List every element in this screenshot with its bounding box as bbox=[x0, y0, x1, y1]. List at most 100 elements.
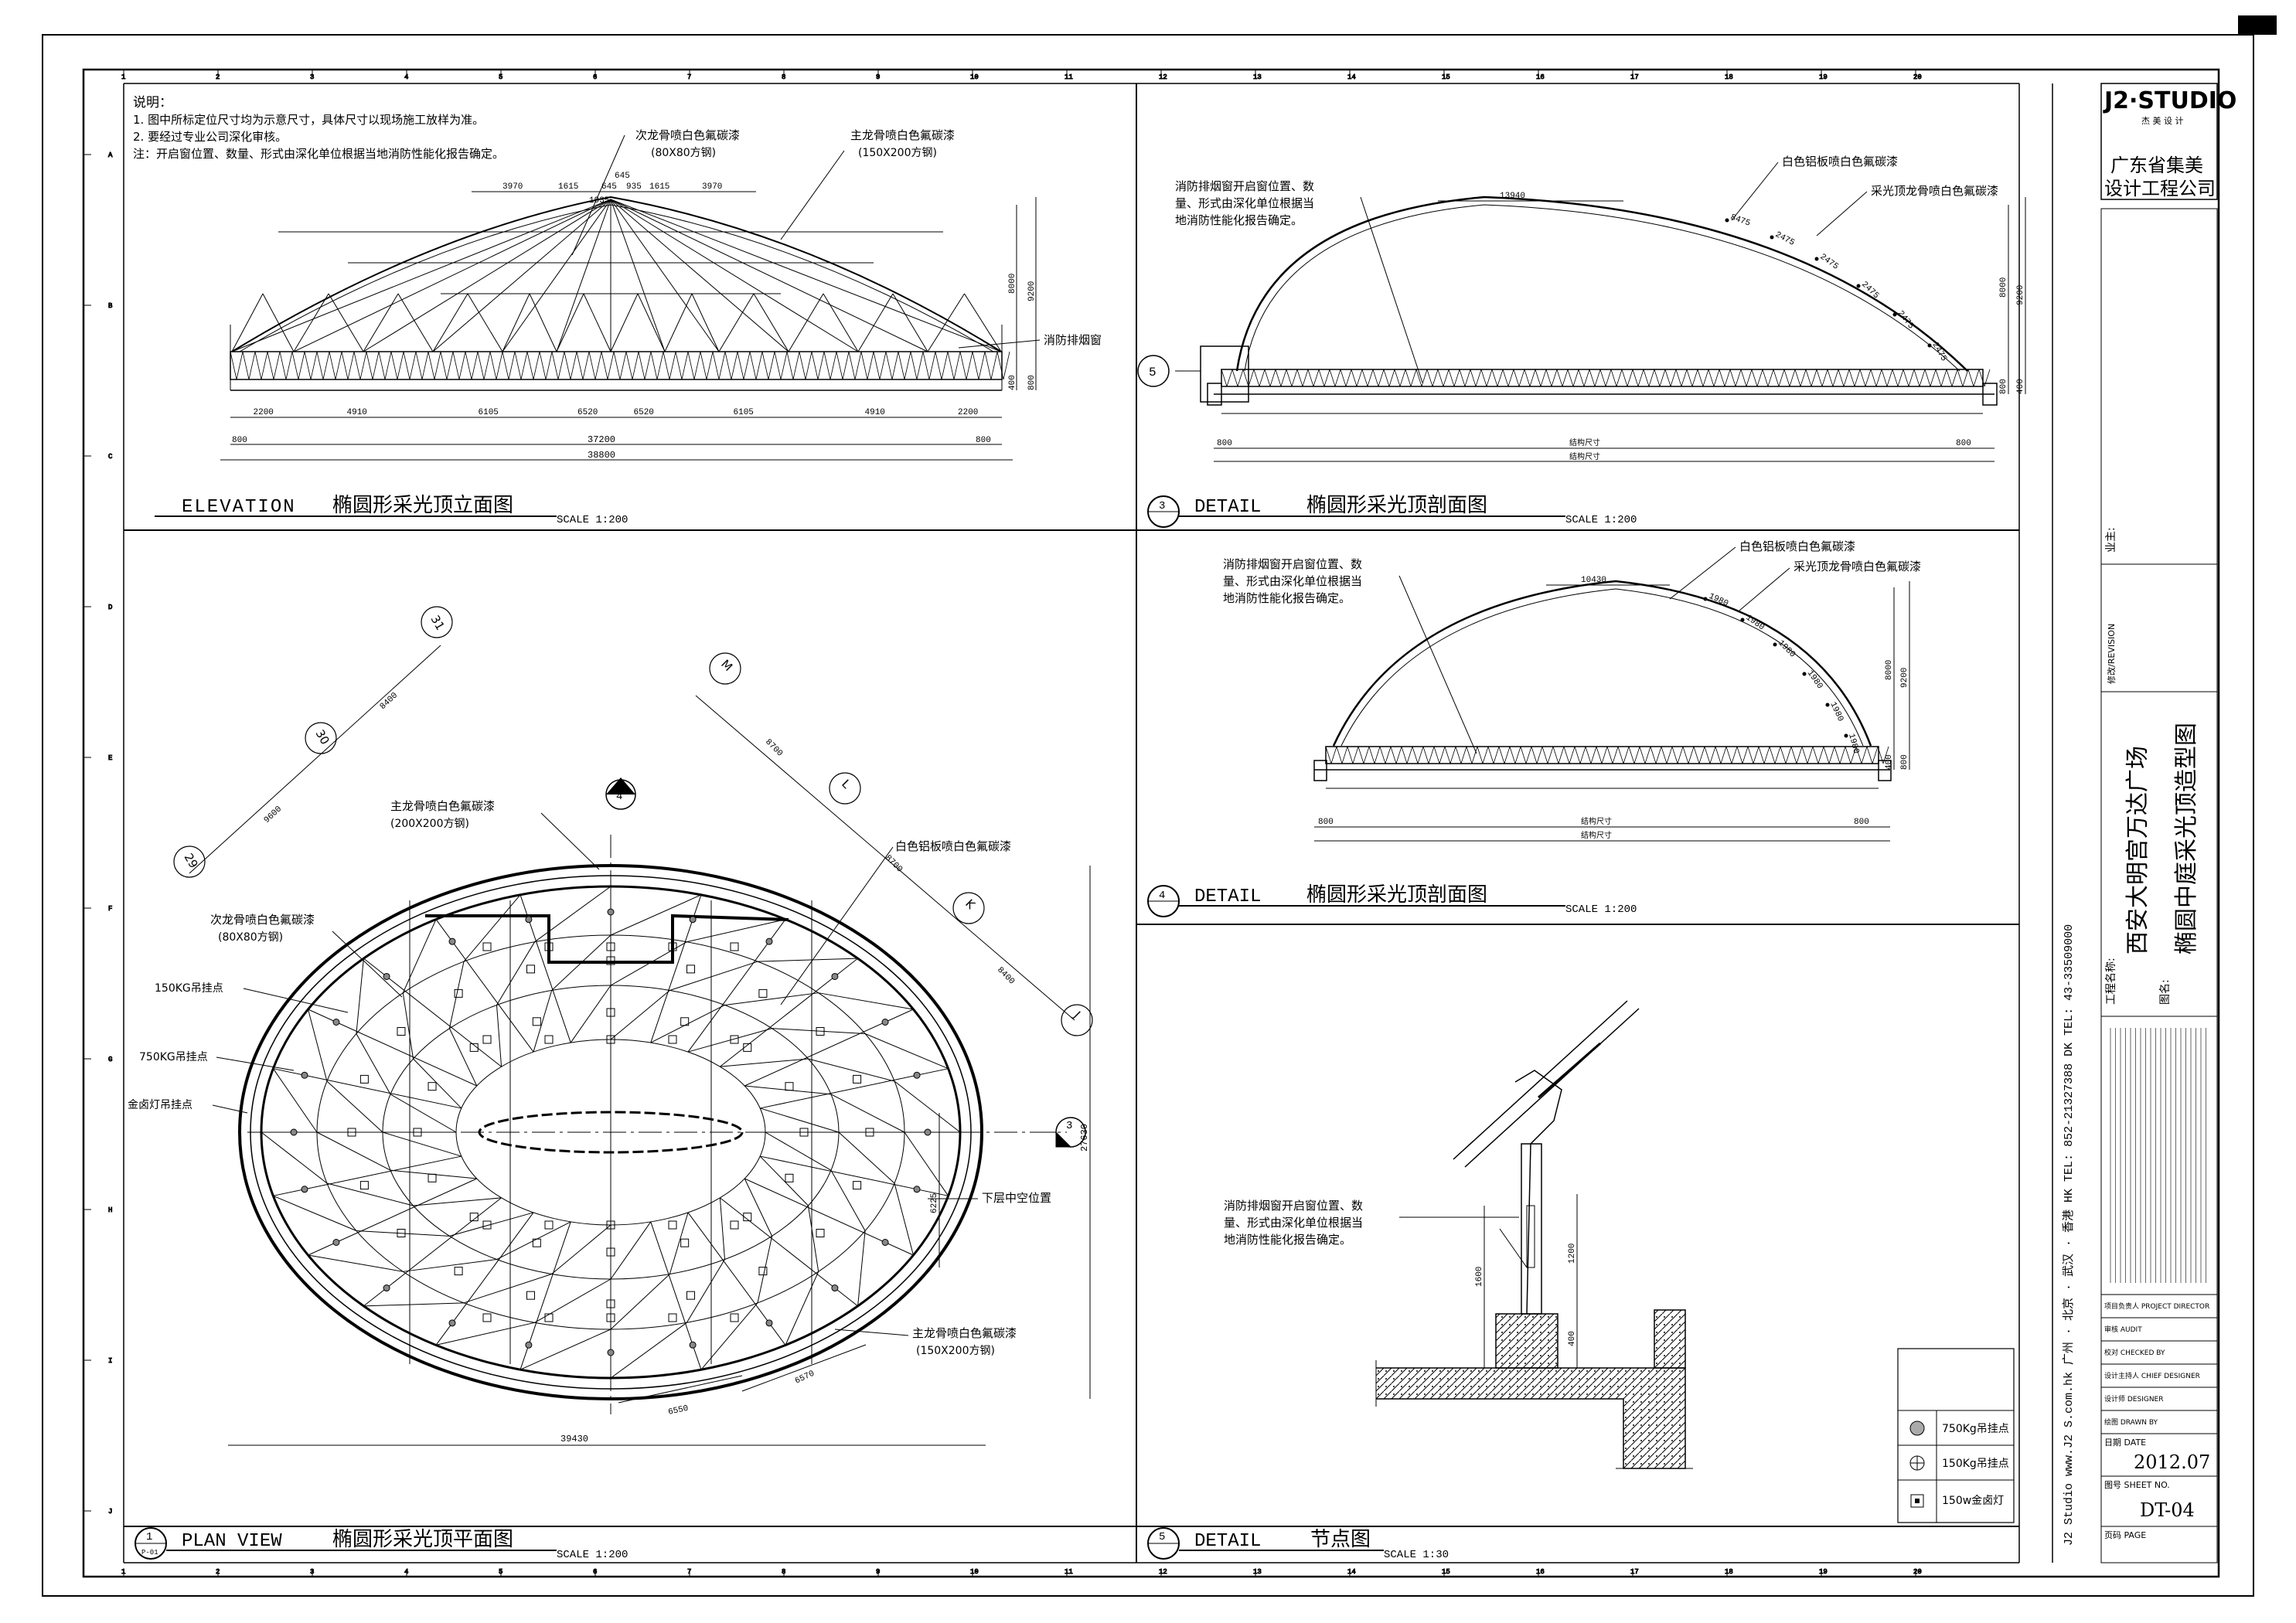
truss-diag bbox=[1773, 369, 1780, 387]
truss-diag bbox=[1740, 369, 1747, 387]
grid-mark-top: 16 bbox=[1536, 73, 1545, 81]
truss-diag bbox=[1839, 746, 1846, 764]
elev-truss-diag bbox=[774, 351, 782, 380]
truss-diag bbox=[1769, 746, 1776, 764]
truss-diag bbox=[1794, 369, 1801, 387]
elev-truss-diag bbox=[780, 351, 788, 380]
elevation-title: ELEVATION 椭圆形采光顶立面图 SCALE 1:200 bbox=[155, 494, 628, 526]
section3-bottom-label-1: 结构尺寸 bbox=[1569, 451, 1600, 461]
section4-height-0: 8000 bbox=[1885, 660, 1894, 680]
truss-diag bbox=[1567, 369, 1574, 387]
elev-bottom-dim-0: 2200 bbox=[254, 408, 274, 417]
hang-point-750 bbox=[765, 1319, 773, 1327]
section-mark-4-num: 4 bbox=[616, 791, 622, 803]
plan-callout-main-top-spec: (200X200方钢) bbox=[390, 818, 469, 830]
elev-truss-diag bbox=[242, 351, 250, 380]
section4-keel-leader bbox=[1739, 567, 1790, 611]
tb-client-label: 业主: bbox=[2105, 527, 2117, 553]
plan-hang150: 150KG吊挂点 bbox=[155, 982, 223, 995]
top-dim-extra: 1935 bbox=[589, 196, 609, 206]
truss-diag bbox=[1433, 746, 1440, 764]
elev-truss-diag bbox=[353, 351, 361, 380]
section4-bottom-label-1: 结构尺寸 bbox=[1581, 830, 1612, 840]
grid-mark-side: J bbox=[108, 1508, 112, 1516]
truss-diag bbox=[1796, 746, 1803, 764]
section4-title-en: DETAIL bbox=[1194, 886, 1261, 907]
section3-scale: SCALE 1:200 bbox=[1565, 514, 1637, 526]
truss-diag bbox=[1650, 746, 1657, 764]
truss-diag bbox=[1242, 369, 1249, 387]
truss-diag bbox=[1897, 369, 1904, 387]
grid-mark-top: 6 bbox=[593, 73, 597, 81]
tb-contact: J2 Studio www.J2 S.com.hk 广州 · 北京 · 武汉 ·… bbox=[2062, 924, 2076, 1546]
elev-rib-radial bbox=[610, 199, 666, 352]
elev-truss-diag bbox=[347, 351, 355, 380]
arc-dim-3: 2475 bbox=[1859, 280, 1880, 301]
hang-point-750 bbox=[607, 1349, 615, 1356]
plan-rib-diag bbox=[720, 1058, 809, 1067]
hang-point-150 bbox=[526, 965, 535, 974]
elev-truss-diag bbox=[755, 351, 763, 380]
truss-diag bbox=[1535, 369, 1541, 387]
hang-point-150 bbox=[606, 956, 615, 965]
truss-diag bbox=[1412, 746, 1419, 764]
overall-outer: 38800 bbox=[588, 450, 615, 461]
sheet-corner-tab bbox=[2238, 15, 2277, 35]
grid-mark-top: 9 bbox=[876, 73, 880, 81]
section3-note-1: 消防排烟窗开启窗位置、数 bbox=[1175, 179, 1314, 193]
truss-diag bbox=[1951, 369, 1958, 387]
truss-diag bbox=[1783, 369, 1790, 387]
arc-dim-tick bbox=[1892, 312, 1897, 317]
truss-diag bbox=[1828, 746, 1835, 764]
truss-diag bbox=[1394, 369, 1401, 387]
truss-diag bbox=[1693, 746, 1700, 764]
truss-diag bbox=[1395, 746, 1402, 764]
truss-diag bbox=[1556, 369, 1563, 387]
truss-diag bbox=[1231, 369, 1238, 387]
plan-rib-diag bbox=[686, 919, 786, 943]
truss-diag bbox=[1590, 746, 1597, 764]
elev-truss-diag bbox=[329, 351, 336, 380]
border-ticks: 1122334455667788991010111112121313141415… bbox=[83, 70, 1922, 1577]
plan-rib-diag bbox=[838, 1131, 895, 1184]
plan-rib-diag bbox=[363, 1302, 465, 1307]
elev-rib-radial bbox=[610, 199, 789, 352]
elev-truss-diag bbox=[514, 351, 522, 380]
elev-truss-diag bbox=[489, 351, 497, 380]
plan-rib-diag bbox=[519, 1329, 611, 1370]
elev-truss-diag bbox=[898, 351, 905, 380]
truss-diag bbox=[1428, 746, 1435, 764]
section4-top-dim-text: 10430 bbox=[1581, 576, 1606, 585]
elev-rib-diag bbox=[664, 293, 693, 352]
grid-mark-bottom: 12 bbox=[1159, 1568, 1167, 1576]
grid-mark-top: 20 bbox=[1913, 73, 1922, 81]
hang-point-150 bbox=[482, 1220, 492, 1230]
section4-callout-panel: 白色铝板喷白色氟碳漆 bbox=[1739, 539, 1855, 553]
truss-diag bbox=[1643, 369, 1650, 387]
truss-diag bbox=[1367, 369, 1374, 387]
elev-truss-diag bbox=[990, 351, 998, 380]
hang-point-150 bbox=[606, 1035, 615, 1044]
legend-item-1: 150Kg吊挂点 bbox=[1942, 1458, 2009, 1470]
plan-title-sub: P-01 bbox=[141, 1549, 158, 1557]
section3-panel-leader bbox=[1731, 162, 1779, 221]
plan-rib-diag bbox=[413, 1197, 502, 1206]
truss-diag bbox=[1686, 369, 1693, 387]
node-slab bbox=[1376, 1367, 1686, 1469]
hang-point-150 bbox=[482, 1035, 492, 1044]
truss-diag bbox=[1280, 369, 1287, 387]
elev-truss-diag bbox=[941, 351, 949, 380]
section3-height-0: 8000 bbox=[1999, 277, 2008, 298]
section-mark-3-arrow bbox=[1044, 1131, 1072, 1148]
section3-height-3: 400 bbox=[2016, 379, 2025, 394]
truss-diag bbox=[1601, 746, 1608, 764]
hang-point-750 bbox=[525, 1341, 533, 1349]
truss-diag bbox=[1691, 369, 1698, 387]
section4-title-cn: 椭圆形采光顶剖面图 bbox=[1306, 883, 1487, 907]
truss-diag bbox=[1875, 369, 1882, 387]
hang-point-150 bbox=[532, 1017, 541, 1026]
elev-truss-diag bbox=[799, 351, 806, 380]
section-4-annotations: 消防排烟窗开启窗位置、数 量、形式由深化单位根据当 地消防性能化报告确定。 白色… bbox=[1223, 539, 1921, 842]
elev-truss-diag bbox=[415, 351, 423, 380]
section4-scale: SCALE 1:200 bbox=[1565, 903, 1637, 916]
